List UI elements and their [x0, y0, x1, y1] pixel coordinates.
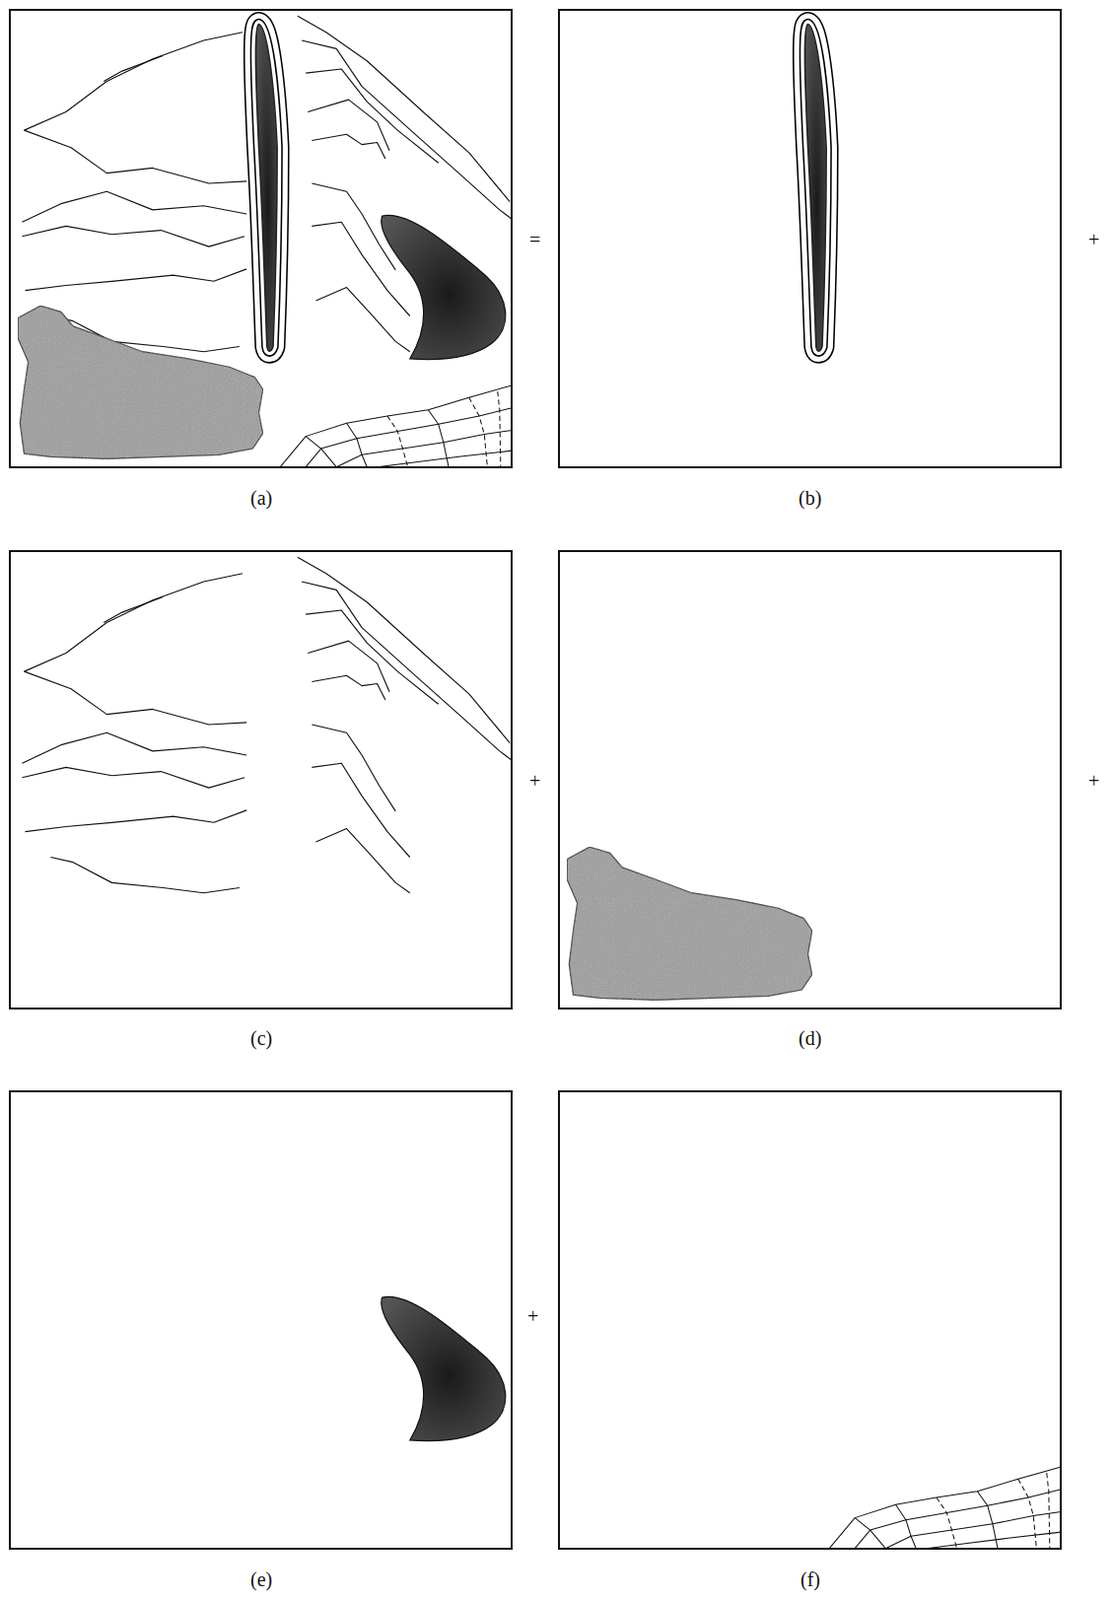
panel-frame	[558, 551, 1061, 1009]
panel-label: (a)	[250, 486, 273, 510]
elongated-body	[804, 23, 827, 351]
label-holder: (e)	[250, 1568, 273, 1592]
panel-label: (e)	[250, 1568, 273, 1592]
operator-sign: =	[529, 228, 541, 252]
panel-frame	[9, 9, 512, 468]
composite-image	[17, 15, 512, 467]
grey-region	[566, 846, 812, 1000]
label-holder: (f)	[800, 1568, 821, 1592]
panel-frame	[558, 1091, 1061, 1549]
panel-label: (b)	[798, 486, 822, 510]
label-holder: +	[1088, 228, 1100, 252]
dark-crescent	[381, 1296, 506, 1441]
operator-sign: +	[527, 1305, 539, 1328]
label-holder: (d)	[798, 1027, 822, 1050]
operator-sign: +	[1088, 769, 1100, 793]
panel-label: (d)	[798, 1027, 822, 1050]
operator-sign: +	[529, 769, 541, 793]
label-holder: =	[529, 228, 541, 252]
panel-frame	[9, 1091, 512, 1549]
label-holder: (a)	[250, 486, 273, 510]
mesh-region	[829, 1466, 1061, 1549]
panel-label: (f)	[800, 1568, 821, 1592]
panel-label: (c)	[250, 1027, 273, 1050]
label-holder: +	[1088, 769, 1100, 793]
line-strata	[21, 556, 512, 894]
label-holder: (c)	[250, 1027, 273, 1050]
label-holder: +	[527, 1305, 539, 1328]
operator-sign: +	[1088, 228, 1100, 252]
panel-frame	[558, 9, 1061, 468]
label-holder: (b)	[798, 486, 822, 510]
panel-frame	[9, 551, 512, 1009]
label-holder: +	[529, 769, 541, 793]
